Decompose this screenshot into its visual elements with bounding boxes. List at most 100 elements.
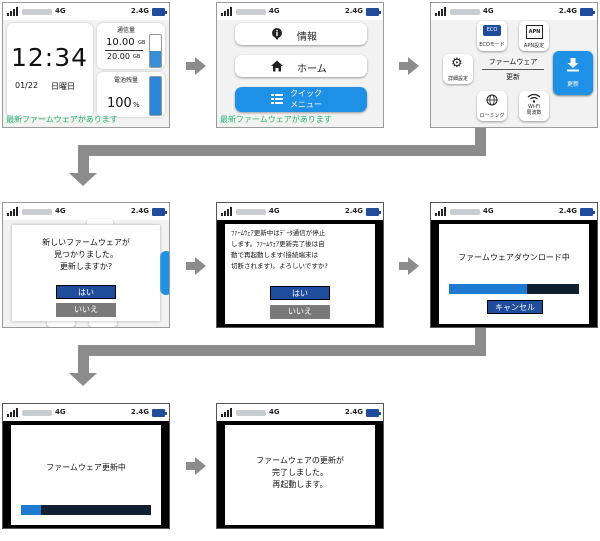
eco-mode-label: ECOモード [479, 42, 505, 48]
wifi-band: 2.4G [130, 7, 149, 15]
battery-unit: % [133, 101, 140, 109]
background-update-tile [160, 251, 169, 295]
flow-arrow [399, 257, 419, 275]
warning-no-button[interactable]: いいえ [270, 305, 330, 319]
screen-updating: 4G 2.4G ファームウェア更新中 [2, 403, 170, 529]
flow-arrow-down [69, 373, 97, 386]
battery-icon [580, 8, 595, 16]
carrier-name-blurred [236, 9, 266, 15]
flow-arrow [186, 457, 206, 475]
roaming-button[interactable]: ローミング [477, 91, 507, 121]
apn-icon: APN [526, 25, 543, 39]
updating-panel: ファームウェア更新中 [11, 425, 161, 525]
download-icon [567, 58, 579, 72]
battery-label: 電池残量 [114, 77, 139, 84]
detail-settings-button[interactable]: ⚙ 詳細設定 [443, 54, 473, 84]
data-usage-gauge [149, 34, 162, 68]
menu-home-button[interactable]: ホーム [235, 55, 367, 77]
carrier-name-blurred [450, 209, 480, 215]
wifi-band: 2.4G [558, 207, 577, 215]
wifi-band: 2.4G [130, 408, 149, 416]
battery-icon [580, 208, 595, 216]
network-type: 4G [55, 7, 66, 15]
data-used-unit: GB [138, 40, 146, 46]
confirm-yes-button[interactable]: はい [56, 285, 116, 299]
screen-complete: 4G 2.4G ファームウェアの更新が 完了しました。 再起動します。 [216, 403, 384, 529]
menu-home-label: ホーム [297, 64, 327, 75]
clock-weekday: 日曜日 [51, 82, 75, 91]
battery-icon [152, 208, 167, 216]
firmware-update-button[interactable]: 更新 [553, 51, 593, 95]
eco-mode-button[interactable]: ECO ECOモード [477, 21, 507, 51]
signal-icon [435, 7, 448, 16]
background-tile [87, 219, 113, 229]
screen-confirm: 4G 2.4G 新しいファームウェアが 見つかりました。 更新しますか? はい … [2, 202, 170, 328]
home-icon [271, 60, 283, 72]
data-total-value: 20.00 [107, 52, 130, 61]
carrier-name-blurred [236, 410, 266, 416]
confirm-no-button[interactable]: いいえ [56, 303, 116, 317]
menu-info-button[interactable]: 情報 [235, 23, 367, 45]
data-total-unit: GB [133, 54, 141, 60]
status-bar: 4G 2.4G [217, 404, 383, 421]
background-tile [47, 317, 75, 327]
network-type: 4G [269, 207, 280, 215]
signal-icon [7, 7, 20, 16]
firmware-divider [482, 69, 544, 70]
status-bar: 4G 2.4G [3, 3, 169, 20]
firmware-update-text: ファームウェア 更新 [478, 57, 548, 82]
network-type: 4G [55, 207, 66, 215]
flow-arrow [186, 57, 206, 75]
firmware-update-label: 更新 [506, 73, 520, 81]
flow-connector [78, 345, 89, 373]
carrier-name-blurred [22, 9, 52, 15]
eco-icon: ECO [483, 25, 501, 36]
warning-yes-button[interactable]: はい [270, 286, 330, 300]
network-type: 4G [55, 408, 66, 416]
carrier-name-blurred [236, 209, 266, 215]
status-bar: 4G 2.4G [431, 3, 597, 20]
status-bar: 4G 2.4G [431, 203, 597, 220]
download-message: ファームウェアダウンロード中 [458, 253, 570, 262]
battery-icon [366, 208, 381, 216]
status-bar: 4G 2.4G [217, 203, 383, 220]
firmware-notice: 最新ファームウェアがあります [6, 115, 118, 124]
signal-icon [435, 207, 448, 216]
screen-menu: 4G 2.4G 情報 ホーム クイック メニュー 最新ファームウェアがあります [216, 2, 384, 128]
menu-quick-menu-button[interactable]: クイック メニュー [235, 87, 367, 112]
confirm-dialog: 新しいファームウェアが 見つかりました。 更新しますか? はい いいえ [12, 225, 160, 321]
carrier-name-blurred [450, 9, 480, 15]
info-icon [272, 28, 282, 40]
flow-connector [78, 345, 486, 356]
wifi-frequency-button[interactable]: Wi-Fi 周波数 [519, 91, 549, 121]
roaming-label: ローミング [479, 113, 505, 119]
wifi-band: 2.4G [344, 7, 363, 15]
signal-icon [7, 408, 20, 417]
wifi-band: 2.4G [558, 7, 577, 15]
battery-panel: 電池残量 100 % [97, 72, 165, 117]
flow-connector [78, 145, 89, 173]
complete-message: ファームウェアの更新が 完了しました。 再起動します。 [256, 456, 344, 489]
data-divider [105, 50, 143, 51]
signal-icon [221, 207, 234, 216]
gear-icon: ⚙ [451, 56, 463, 71]
data-used-value: 10.00 [106, 37, 135, 48]
network-type: 4G [269, 408, 280, 416]
screen-warning: 4G 2.4G ﾌｧｰﾑｳｪｱ更新中はﾃﾞｰﾀ通信が停止 します。ﾌｧｰﾑｳｪｱ… [216, 202, 384, 328]
flow-connector [78, 145, 486, 156]
network-type: 4G [483, 7, 494, 15]
flow-connector [475, 328, 486, 355]
carrier-name-blurred [22, 410, 52, 416]
warning-message: ﾌｧｰﾑｳｪｱ更新中はﾃﾞｰﾀ通信が停止 します。ﾌｧｰﾑｳｪｱ更新完了後は自 … [231, 229, 328, 270]
wifi-band: 2.4G [344, 408, 363, 416]
apn-settings-button[interactable]: APN APN設定 [519, 21, 549, 51]
warning-dialog: ﾌｧｰﾑｳｪｱ更新中はﾃﾞｰﾀ通信が停止 します。ﾌｧｰﾑｳｪｱ更新完了後は自 … [225, 224, 375, 324]
screen-quick-menu: 4G 2.4G ECO ECOモード APN APN設定 ⚙ 詳細設定 ファーム… [430, 2, 598, 128]
apn-settings-label: APN設定 [523, 43, 545, 49]
status-bar: 4G 2.4G [3, 404, 169, 421]
globe-icon [486, 94, 498, 106]
download-cancel-button[interactable]: キャンセル [487, 300, 543, 314]
battery-value: 100 [107, 96, 132, 111]
firmware-label: ファームウェア [488, 58, 538, 66]
carrier-name-blurred [22, 209, 52, 215]
